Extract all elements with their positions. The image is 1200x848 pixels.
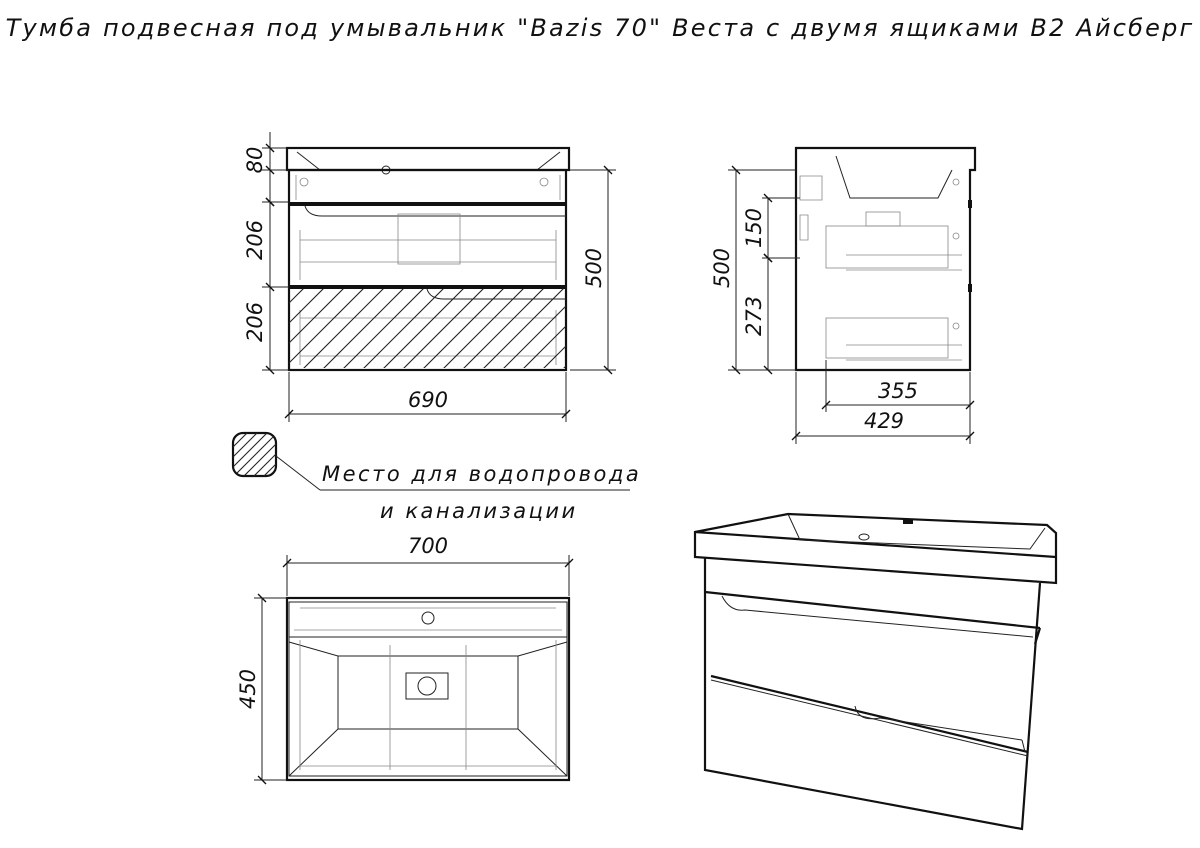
hatch-line <box>343 289 424 368</box>
hatch-line <box>543 345 566 368</box>
hatch-line <box>403 289 484 368</box>
plumbing-zone-hatch <box>289 282 730 372</box>
hatch-line <box>383 289 464 368</box>
legend-line2: и канализации <box>380 499 578 523</box>
dim-side-height: 500 <box>710 248 734 288</box>
top-view <box>285 596 571 782</box>
hatch-line <box>563 365 566 368</box>
hatch-line <box>423 289 504 368</box>
dim-side-upper: 150 <box>742 208 766 248</box>
hatch-line <box>289 289 364 364</box>
dim-drawer2-height: 206 <box>243 302 267 342</box>
dim-front-width: 690 <box>408 388 448 412</box>
hatch-line <box>443 289 524 368</box>
hatch-line <box>523 325 566 368</box>
dim-side-inner-depth: 355 <box>878 379 918 403</box>
hatch-line <box>620 282 710 372</box>
dim-side-lower: 273 <box>742 296 766 336</box>
hatch-line <box>483 289 564 368</box>
isometric-view <box>693 512 1058 831</box>
front-dimensions: 80 206 206 500 690 <box>243 132 616 422</box>
drawing-title: Тумба подвесная под умывальник "Bazis 70… <box>5 14 1195 42</box>
legend-hatch-line <box>233 433 251 476</box>
legend-hatch-line <box>239 433 276 476</box>
hatch-line <box>640 282 730 372</box>
legend-hatch-line <box>249 433 276 476</box>
hatch-line <box>289 289 344 344</box>
hatch-line <box>503 305 566 368</box>
legend-line1: Место для водопровода <box>322 462 641 486</box>
dim-top-width: 700 <box>408 534 448 558</box>
dim-top-height: 80 <box>243 147 267 174</box>
legend-hatch-line <box>233 433 276 476</box>
hatch-line <box>463 289 544 368</box>
dim-top-depth: 450 <box>236 669 260 709</box>
hatch-line <box>303 289 384 368</box>
legend-hatch-line <box>233 433 271 476</box>
legend-hatch-line <box>259 433 276 476</box>
plumbing-legend: Место для водопровода и канализации <box>231 431 641 523</box>
front-view <box>285 146 730 372</box>
hatch-symbol <box>231 431 278 478</box>
side-view <box>794 146 977 372</box>
hatch-line <box>600 282 690 372</box>
hatch-line <box>363 289 444 368</box>
dim-front-height: 500 <box>582 248 606 288</box>
top-outline <box>285 596 571 782</box>
hatch-line <box>289 289 304 304</box>
top-dimensions: 700 450 <box>236 534 574 785</box>
legend-hatch-line <box>233 433 261 476</box>
dim-drawer1-height: 206 <box>243 220 267 260</box>
hatch-line <box>289 289 324 324</box>
dim-side-depth: 429 <box>864 409 904 433</box>
front-basin-top <box>285 146 571 172</box>
front-cabinet <box>287 168 568 372</box>
hatch-line <box>580 282 670 372</box>
hatch-line <box>323 289 404 368</box>
side-dimensions: 500 150 273 355 429 <box>710 165 975 444</box>
legend-hatch-line <box>269 433 276 476</box>
